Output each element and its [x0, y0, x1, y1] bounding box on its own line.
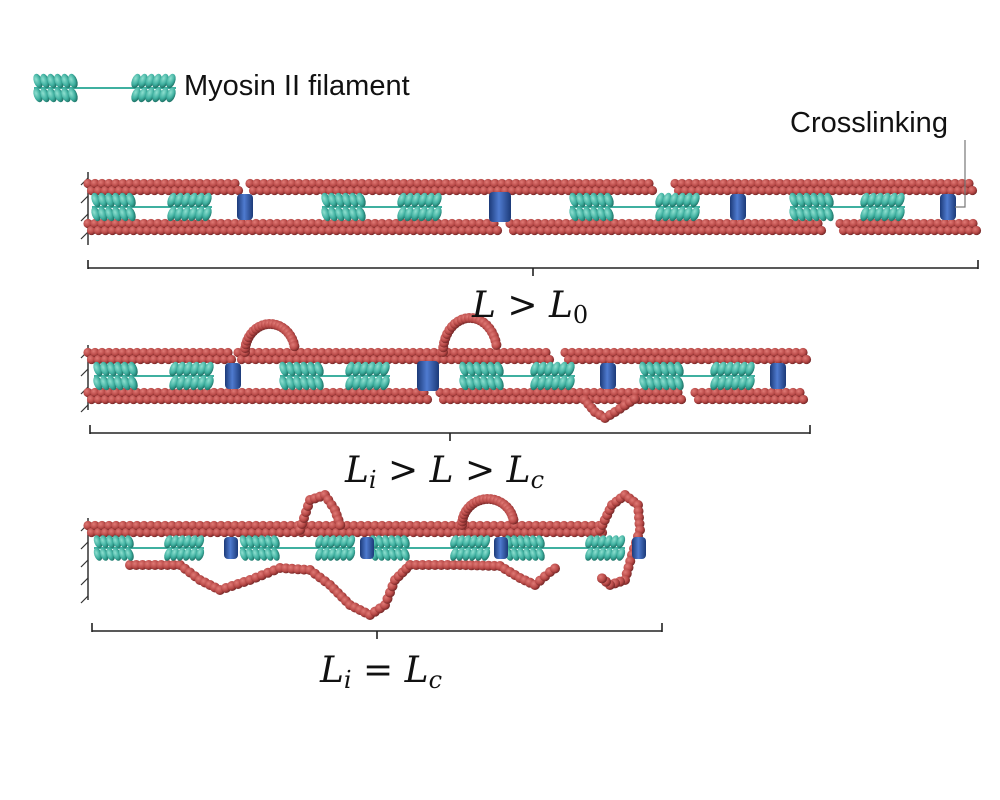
- myosin-filament: [639, 361, 755, 391]
- crosslinker: [224, 537, 238, 559]
- cond-mid-left: L: [345, 450, 369, 491]
- condition-top: L > L0: [472, 285, 588, 329]
- actin-droop-1: [580, 394, 640, 423]
- actin-bulge-3: [457, 494, 519, 530]
- crosslinker: [770, 363, 786, 389]
- crosslinker: [417, 361, 439, 391]
- actin-filament: [83, 387, 433, 405]
- condition-bottom: Li = Lc: [320, 650, 442, 694]
- cond-mid-op1: >: [388, 450, 419, 491]
- length-bracket-bottom: [91, 623, 663, 639]
- crosslinker: [940, 194, 956, 220]
- myosin-filament: [239, 535, 356, 561]
- cond-top-mid: L: [548, 285, 573, 326]
- myosin-filament: [369, 535, 491, 561]
- cond-bot-right-sub: c: [428, 666, 443, 694]
- cond-top-op: >: [507, 285, 538, 326]
- crosslinker: [225, 363, 241, 389]
- cond-top-main: L: [472, 285, 496, 326]
- actin-bulge-2: [438, 313, 502, 357]
- crosslinking-label: Crosslinking: [790, 107, 948, 139]
- myosin-filament: [504, 535, 626, 561]
- crosslinker: [632, 537, 646, 559]
- myosin-filament: [279, 361, 390, 391]
- cond-bot-op: =: [363, 650, 394, 691]
- myosin-filament: [789, 192, 905, 222]
- crosslinker: [360, 537, 374, 559]
- anchor-wall: [80, 518, 89, 604]
- actin-filament: [435, 387, 687, 405]
- cond-mid-mid: L: [429, 450, 454, 491]
- actin-filament: [83, 347, 237, 365]
- cond-bot-left-sub: i: [343, 666, 352, 694]
- cond-mid-op2: >: [465, 450, 496, 491]
- actin-filament: [233, 347, 555, 365]
- crosslinker: [489, 192, 511, 222]
- myosin-legend-icon: [33, 73, 176, 103]
- cond-top-mid-sub: 0: [572, 301, 589, 329]
- myosin-filament: [321, 192, 442, 222]
- myosin-filament: [569, 192, 700, 222]
- length-bracket-middle: [89, 425, 811, 441]
- actin-filament: [83, 520, 608, 538]
- myosin-filament: [93, 535, 205, 561]
- actin-filament: [690, 387, 809, 405]
- cond-mid-left-sub: i: [368, 466, 377, 494]
- actin-filament: [505, 218, 827, 236]
- length-bracket-top: [87, 260, 979, 276]
- actin-filament: [560, 347, 812, 365]
- myosin-filament: [93, 361, 214, 391]
- actin-filament: [83, 218, 503, 236]
- condition-middle: Li > L > Lc: [345, 450, 544, 494]
- actin-bulge-1: [240, 319, 300, 357]
- crosslinking-pointer: [955, 140, 966, 208]
- cond-mid-right-sub: c: [530, 466, 545, 494]
- cond-bot-left: L: [320, 650, 344, 691]
- cond-mid-right: L: [506, 450, 531, 491]
- cond-bot-right: L: [404, 650, 429, 691]
- crosslinker: [237, 194, 253, 220]
- crosslinker: [494, 537, 508, 559]
- actin-wave-bottom: [125, 560, 560, 620]
- crosslinker: [600, 363, 616, 389]
- actin-filament: [245, 178, 658, 196]
- crosslinker: [730, 194, 746, 220]
- actin-twist-1: [295, 490, 346, 535]
- actin-filament: [835, 218, 982, 236]
- legend-label: Myosin II filament: [184, 70, 410, 102]
- actin-filament: [670, 178, 978, 196]
- myosin-filament: [459, 361, 575, 391]
- actin-filament: [83, 178, 244, 196]
- myosin-filament: [91, 192, 212, 222]
